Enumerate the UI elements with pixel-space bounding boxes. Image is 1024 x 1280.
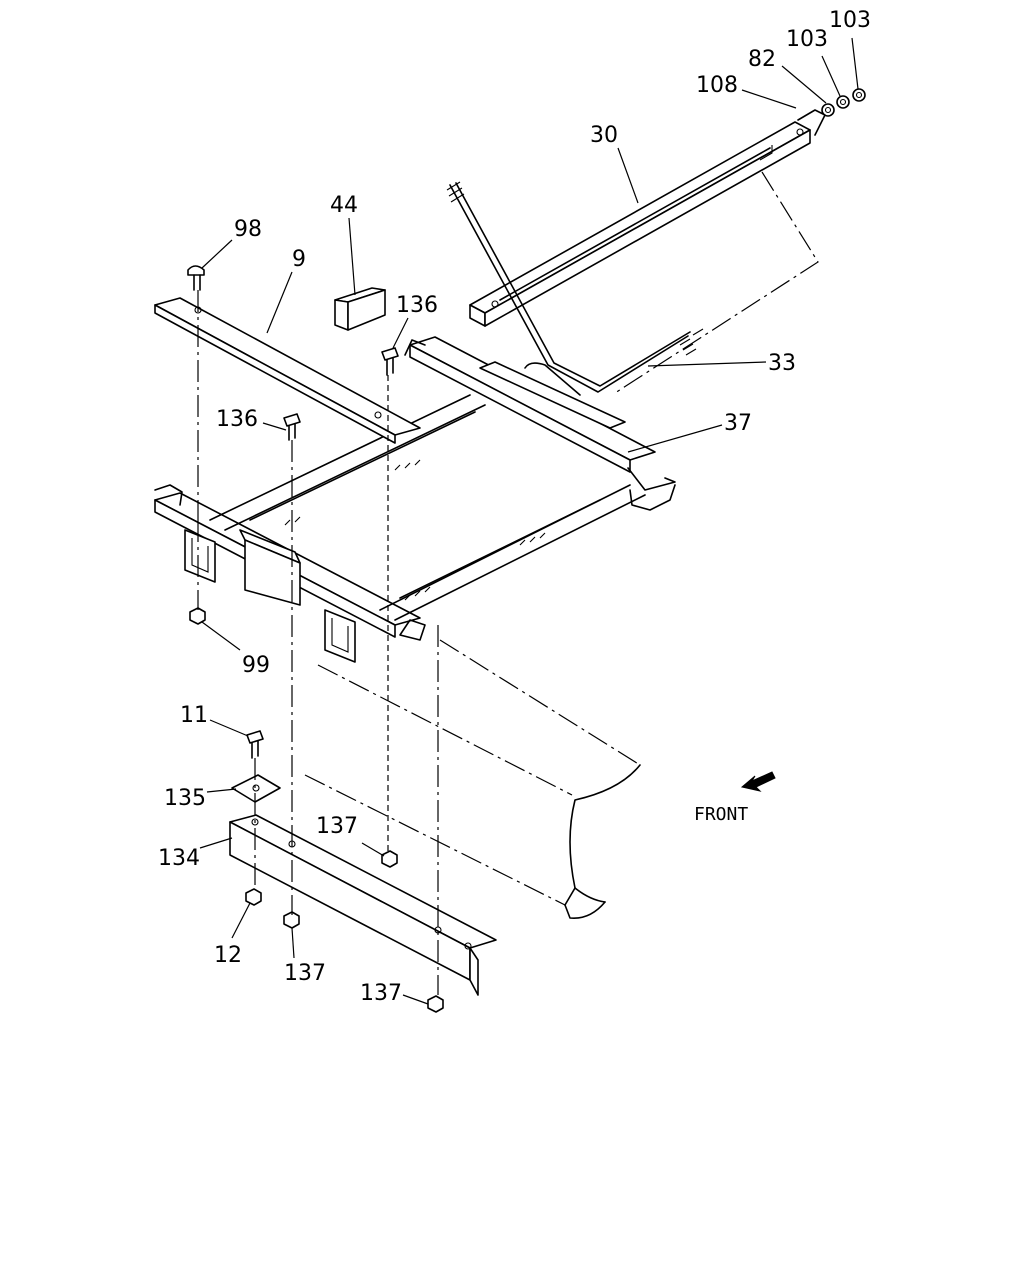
label-11: 11 [180,703,208,728]
label-135: 135 [164,786,206,811]
bolt-136-lower-icon [283,413,301,441]
label-103-left: 103 [786,27,828,52]
label-44: 44 [330,193,358,218]
frame-rail [304,639,641,919]
leader-lines [199,37,859,1005]
nut-99-icon [189,607,206,625]
nut-103-b-icon [852,88,866,102]
seat-base-frame [154,336,676,663]
hardware [187,88,866,1013]
label-98: 98 [234,217,262,242]
nut-137-lower-icon [427,995,444,1013]
pad-44 [334,287,386,331]
assembly-lines [197,171,819,995]
nut-137-upper-icon [381,850,398,868]
part-labels: 103 103 82 108 30 44 98 9 136 33 136 37 … [158,8,871,1006]
front-label: FRONT [694,804,748,825]
nut-12-icon [245,888,262,906]
label-12: 12 [214,943,242,968]
label-9: 9 [292,247,306,272]
label-108: 108 [696,73,738,98]
label-103-right: 103 [829,8,871,33]
bolt-11-icon [246,730,264,759]
label-33: 33 [768,351,796,376]
bracket-134 [229,814,497,996]
label-136-lower: 136 [216,407,258,432]
label-82: 82 [748,47,776,72]
top-plate-9 [154,297,421,444]
bolt-98-icon [187,265,205,291]
label-37: 37 [724,411,752,436]
label-136-upper: 136 [396,293,438,318]
rod-33 [446,181,704,393]
label-30: 30 [590,123,618,148]
label-137-upper: 137 [316,814,358,839]
label-137-lower: 137 [360,981,402,1006]
nut-103-a-icon [836,95,850,109]
washer-82-icon [821,103,835,117]
bolt-136-upper-icon [381,347,399,376]
label-137-middle: 137 [284,961,326,986]
label-99: 99 [242,653,270,678]
washer-135-icon [231,774,281,803]
slide-rail-30 [469,109,826,327]
label-134: 134 [158,846,200,871]
front-arrow-icon [740,771,776,792]
